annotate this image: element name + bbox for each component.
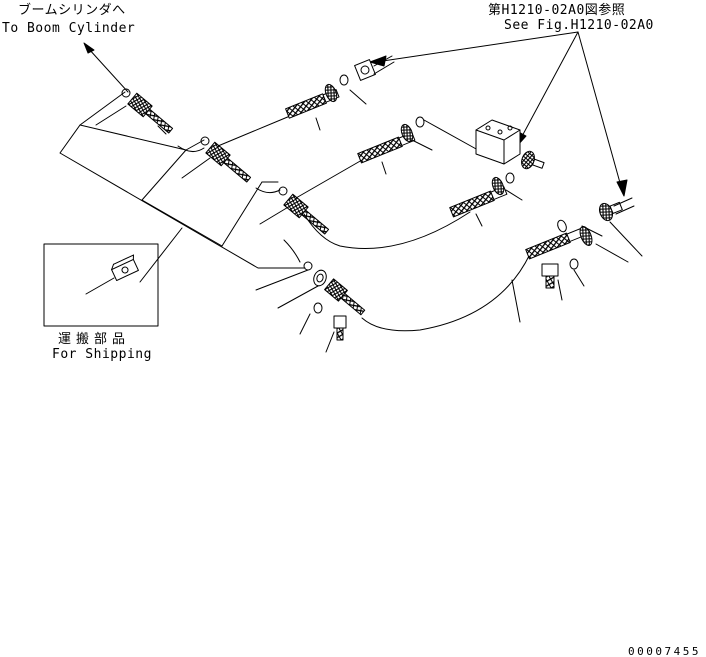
middle-hose: [303, 172, 523, 249]
for-shipping-label-en: For Shipping: [52, 348, 152, 361]
bolts-and-washers: [299, 258, 585, 353]
upper-hose-2: [295, 116, 479, 199]
shipping-part-box: [43, 243, 159, 327]
hose-fitting-2: [181, 136, 252, 183]
assembly-lines: [59, 91, 306, 283]
hose-fitting-3: [259, 186, 330, 235]
document-number: 00007455: [628, 645, 701, 657]
boom-cylinder-arrow: [83, 42, 129, 93]
to-boom-cylinder-label-jp: ブームシリンダへ: [18, 3, 126, 18]
valve-block: [475, 119, 545, 170]
lower-hose: [255, 219, 629, 332]
right-flange-fitting: [598, 197, 643, 257]
for-shipping-label-jp: 運搬部品: [58, 332, 131, 347]
hose-fitting-1: [95, 88, 174, 135]
to-boom-cylinder-label-en: To Boom Cylinder: [2, 21, 136, 36]
see-fig-label-jp: 第H1210-02A0図参照: [488, 3, 626, 18]
see-fig-label-en: See Fig.H1210-02A0: [504, 18, 654, 33]
see-fig-leader-lines: [369, 31, 628, 197]
upper-hose-1: [217, 55, 395, 147]
